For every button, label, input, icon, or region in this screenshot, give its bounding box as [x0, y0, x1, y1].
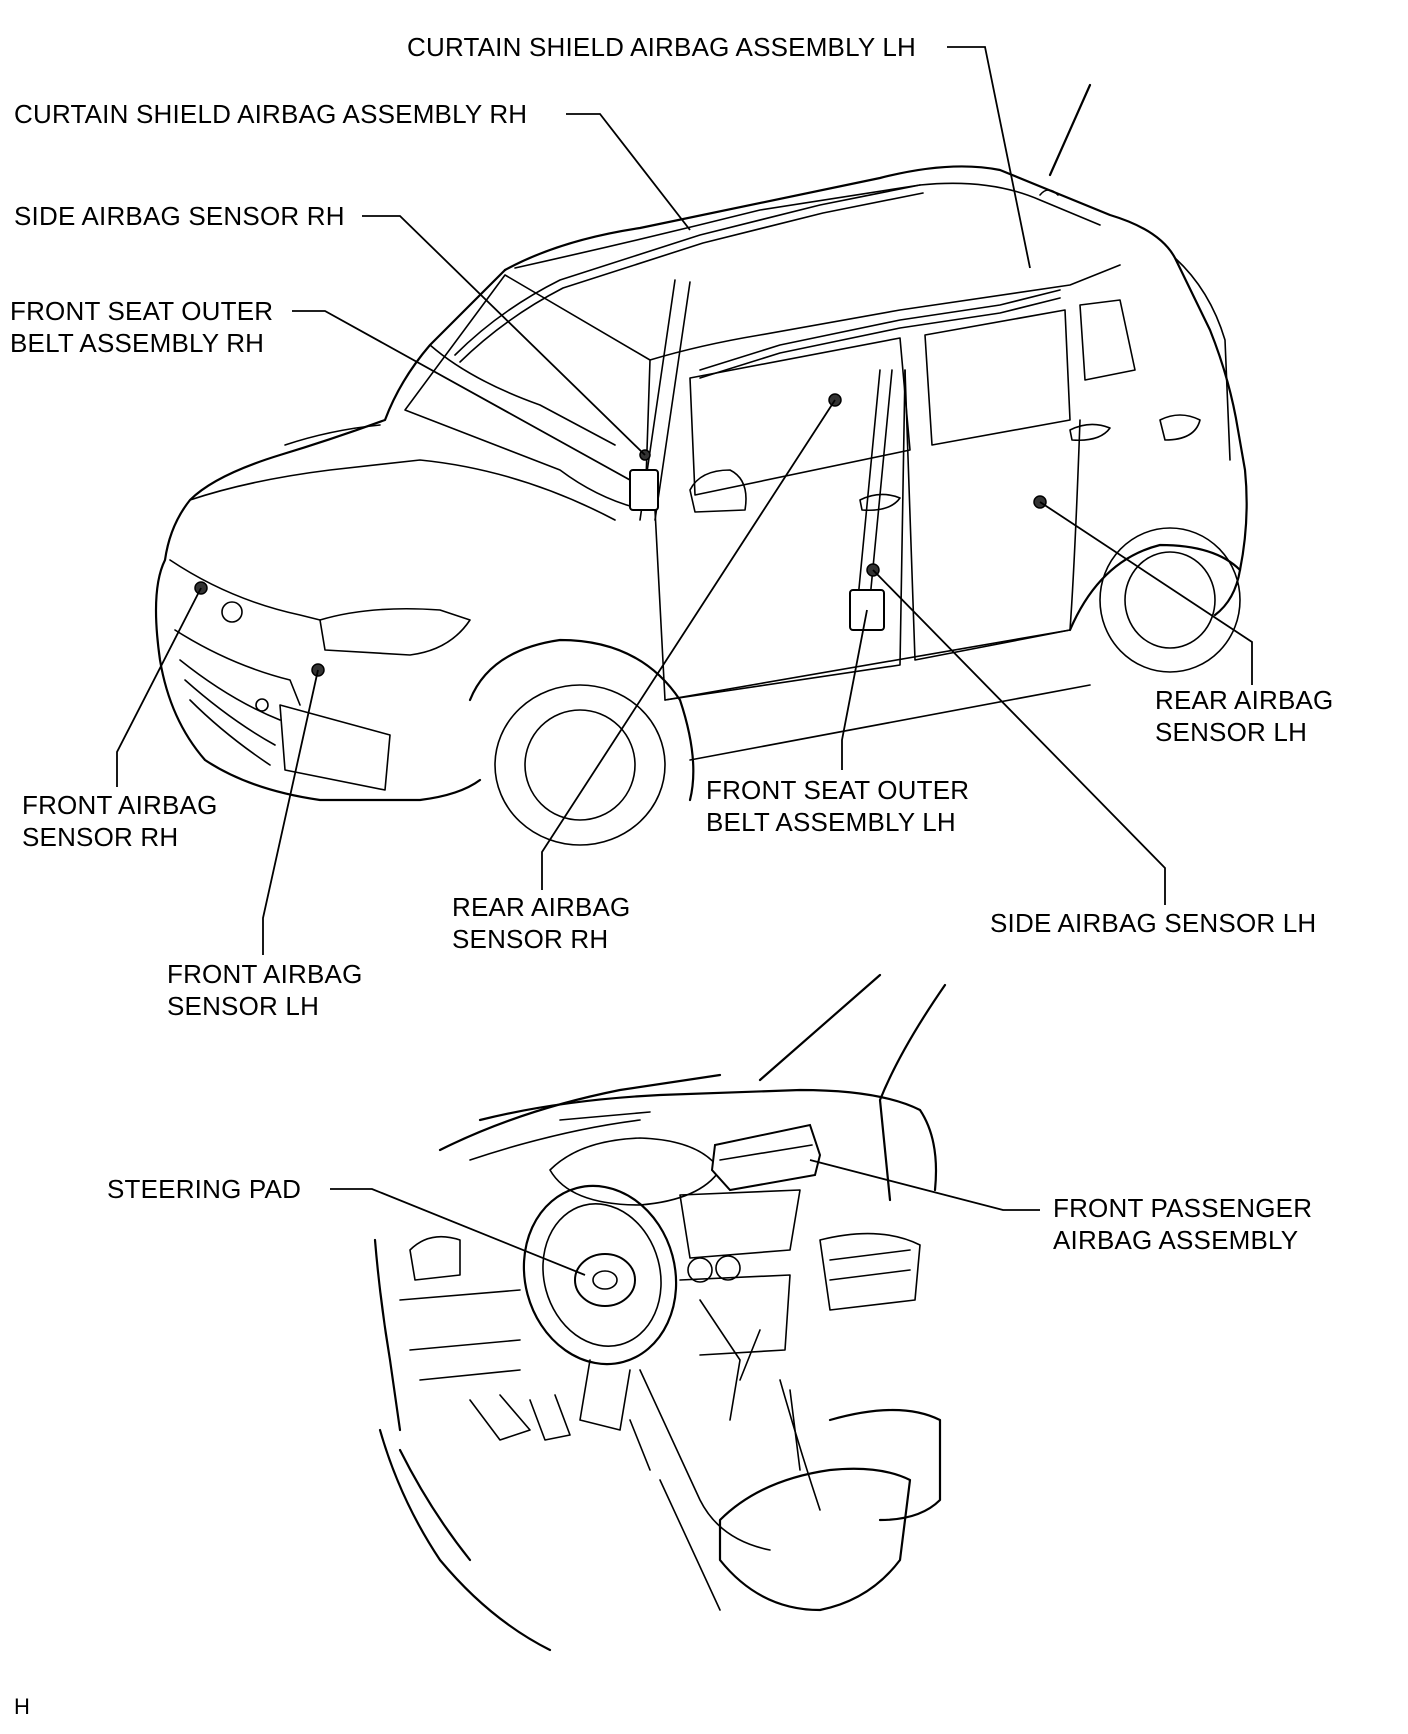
leader-rear-sensor-lh [1039, 501, 1253, 685]
label-front-airbag-sensor-rh: FRONT AIRBAG SENSOR RH [22, 789, 218, 853]
label-line: BELT ASSEMBLY RH [10, 328, 265, 358]
label-line: SENSOR LH [1155, 717, 1308, 747]
leader-side-sensor-rh [362, 215, 646, 456]
label-line: FRONT SEAT OUTER [706, 775, 970, 805]
leader-belt-rh [292, 310, 631, 481]
figure-code: H [14, 1694, 30, 1719]
label-line: SENSOR RH [452, 924, 609, 954]
vehicle-interior-drawing [373, 973, 947, 1652]
label-rear-airbag-sensor-rh: REAR AIRBAG SENSOR RH [452, 891, 630, 955]
label-line: BELT ASSEMBLY LH [706, 807, 956, 837]
leader-side-sensor-lh [872, 569, 1166, 905]
label-steering-pad: STEERING PAD [107, 1174, 302, 1204]
leader-rear-sensor-rh [541, 399, 836, 890]
label-line: FRONT AIRBAG [22, 790, 218, 820]
leader-lines [116, 46, 1253, 1276]
vehicle-exterior-drawing [154, 83, 1248, 846]
leader-passenger-airbag [809, 1159, 1040, 1211]
label-line: REAR AIRBAG [1155, 685, 1334, 715]
leader-curtain-lh [947, 46, 1031, 269]
label-line: SENSOR LH [167, 991, 320, 1021]
label-front-passenger-airbag: FRONT PASSENGER AIRBAG ASSEMBLY [1053, 1192, 1312, 1256]
leader-front-sensor-lh [262, 669, 319, 955]
label-line: FRONT PASSENGER [1053, 1193, 1313, 1223]
label-line: REAR AIRBAG [452, 892, 631, 922]
label-rear-airbag-sensor-lh: REAR AIRBAG SENSOR LH [1155, 684, 1333, 748]
label-curtain-shield-airbag-lh: CURTAIN SHIELD AIRBAG ASSEMBLY LH [407, 32, 916, 62]
label-line: AIRBAG ASSEMBLY [1053, 1225, 1299, 1255]
leader-steering-pad [330, 1188, 586, 1276]
label-front-seat-outer-belt-lh: FRONT SEAT OUTER BELT ASSEMBLY LH [706, 774, 969, 838]
label-side-airbag-sensor-rh: SIDE AIRBAG SENSOR RH [14, 201, 345, 231]
label-side-airbag-sensor-lh: SIDE AIRBAG SENSOR LH [990, 908, 1317, 938]
leader-belt-lh [841, 609, 868, 770]
label-line: FRONT AIRBAG [167, 959, 363, 989]
label-line: FRONT SEAT OUTER [10, 296, 274, 326]
label-front-airbag-sensor-lh: FRONT AIRBAG SENSOR LH [167, 958, 363, 1022]
leader-curtain-rh [566, 113, 691, 231]
label-curtain-shield-airbag-rh: CURTAIN SHIELD AIRBAG ASSEMBLY RH [14, 99, 528, 129]
label-front-seat-outer-belt-rh: FRONT SEAT OUTER BELT ASSEMBLY RH [10, 295, 273, 359]
leader-front-sensor-rh [116, 587, 202, 787]
label-line: SENSOR RH [22, 822, 179, 852]
